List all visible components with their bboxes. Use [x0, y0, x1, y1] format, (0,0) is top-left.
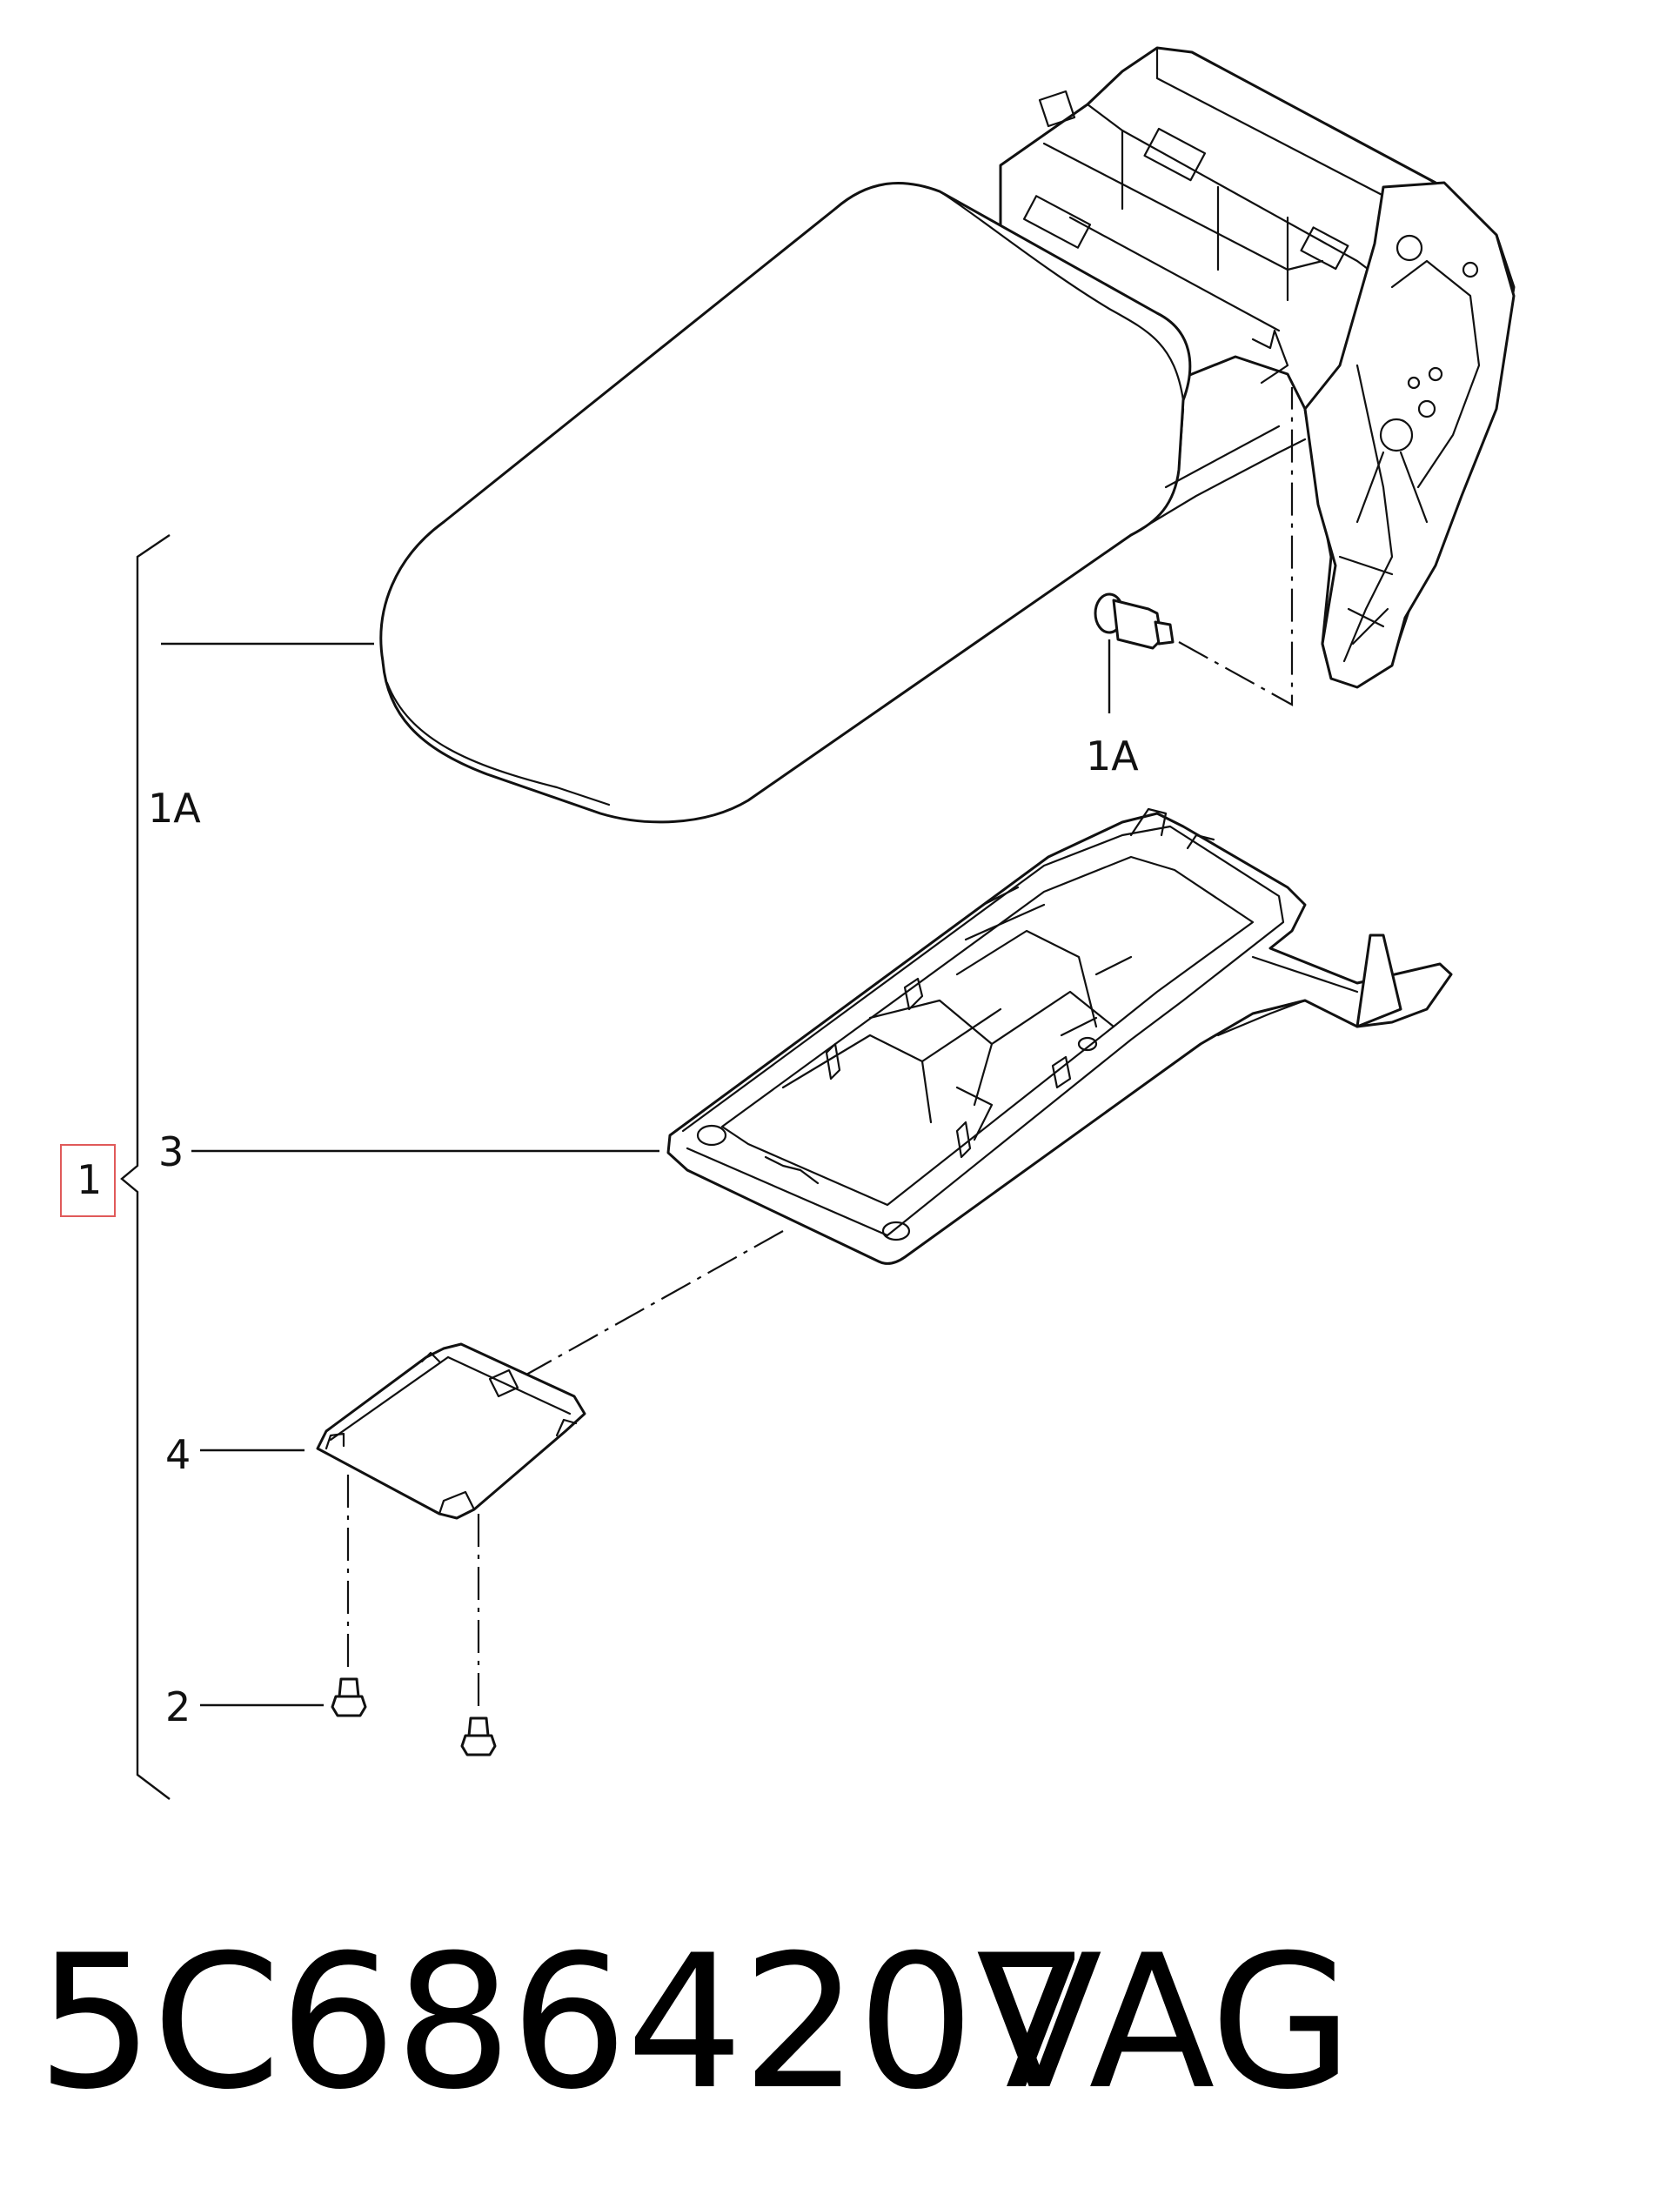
callout-1a-right: 1A	[1086, 733, 1139, 780]
brand-name: VAG	[976, 1915, 1353, 2130]
assembly-highlight-box	[60, 1144, 116, 1217]
callout-3: 3	[158, 1128, 184, 1175]
storage-tray	[666, 807, 1453, 1265]
tray-cover-link	[525, 1230, 784, 1375]
part-number: 5C6864207	[37, 1915, 1090, 2130]
callout-4: 4	[165, 1431, 191, 1478]
callout-1a-left: 1A	[148, 785, 201, 832]
armrest-lid	[379, 182, 1307, 824]
assembly-bracket	[120, 534, 171, 1800]
screw-right	[460, 1716, 497, 1756]
hinge-pin	[1094, 387, 1294, 713]
callout-2: 2	[165, 1683, 191, 1730]
cover-plate	[316, 1342, 586, 1520]
hinge-mechanism	[999, 46, 1516, 689]
parts-diagram: 1A 1A 3 4 2 1	[60, 46, 1516, 1800]
callout-1: 1	[77, 1156, 102, 1203]
screw-left	[331, 1677, 367, 1717]
